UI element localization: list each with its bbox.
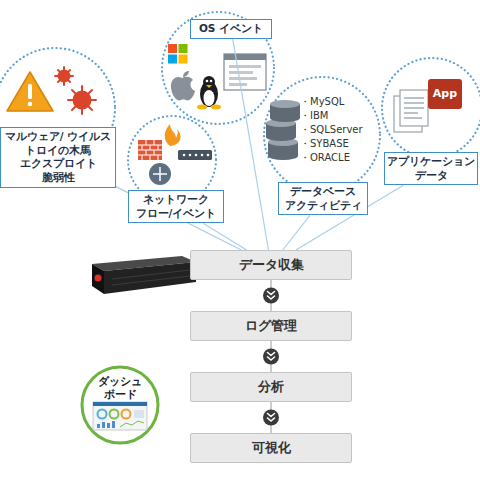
apple-logo [171, 71, 195, 100]
switch-icon [178, 150, 212, 160]
dashboard-circle: ダッシュ ボード [80, 365, 160, 445]
warning-icon [7, 72, 53, 111]
flame-icon [165, 124, 181, 146]
step-text: 可視化 [252, 439, 291, 457]
threat-callout: マルウェア/ ウイルス トロイの木馬 エクスプロイト 脆弱性 [0, 127, 116, 188]
connector-line [203, 223, 246, 250]
window-icon [224, 54, 266, 90]
circle-border [82, 367, 158, 443]
node-text: データベース アクティビティ [281, 185, 365, 212]
virus-icon [55, 67, 96, 114]
node-text: アプリケーション データ [387, 155, 475, 182]
server-illustration [92, 256, 196, 294]
dashboard-image [93, 402, 147, 430]
chevron-badge [263, 288, 279, 304]
step-text: ログ管理 [245, 317, 297, 335]
router-icon [149, 163, 171, 185]
node-text: ダッシュ ボード [94, 375, 146, 401]
network-callout: ネットワーク フロー/イベント [128, 190, 224, 223]
icon-text: App [428, 87, 462, 101]
windows-logo [168, 44, 188, 64]
list-item: ・SQLServer [300, 123, 363, 137]
flow-arrow [263, 402, 279, 433]
document-icon [394, 90, 428, 132]
node-text: OS イベント [199, 22, 263, 36]
feed-line [233, 39, 269, 250]
process-box: ログ管理 [190, 311, 352, 341]
node-text: ネットワーク フロー/イベント [131, 193, 221, 220]
firewall-icon [138, 140, 162, 160]
process-box: 可視化 [190, 433, 352, 463]
chevron-badge [263, 410, 279, 426]
step-text: 分析 [258, 378, 284, 396]
database-callout: データベース アクティビティ [278, 182, 368, 215]
connector-line [116, 187, 241, 250]
chevron-badge [263, 349, 279, 365]
list-item: ・MySQL [300, 95, 344, 109]
database-icon [266, 100, 300, 160]
os-callout: OS イベント [190, 19, 272, 39]
flow-arrow [263, 280, 279, 311]
connector-line [283, 215, 310, 250]
app-icon [428, 79, 462, 109]
connector-line [233, 39, 269, 250]
linux-logo [197, 76, 221, 110]
feed-line [203, 223, 246, 250]
feed-line [283, 215, 310, 250]
process-box: 分析 [190, 372, 352, 402]
list-item: ・ORACLE [300, 151, 350, 165]
dotted-circles [0, 12, 480, 204]
list-item: ・SYBASE [300, 137, 349, 151]
node-text: マルウェア/ ウイルス トロイの木馬 エクスプロイト 脆弱性 [3, 130, 113, 185]
list-item: ・IBM [300, 109, 328, 123]
application-callout: アプリケーション データ [384, 152, 478, 185]
flow-arrow [263, 341, 279, 372]
process-box: データ収集 [190, 250, 352, 280]
feed-line [116, 187, 241, 250]
step-text: データ収集 [239, 256, 304, 274]
